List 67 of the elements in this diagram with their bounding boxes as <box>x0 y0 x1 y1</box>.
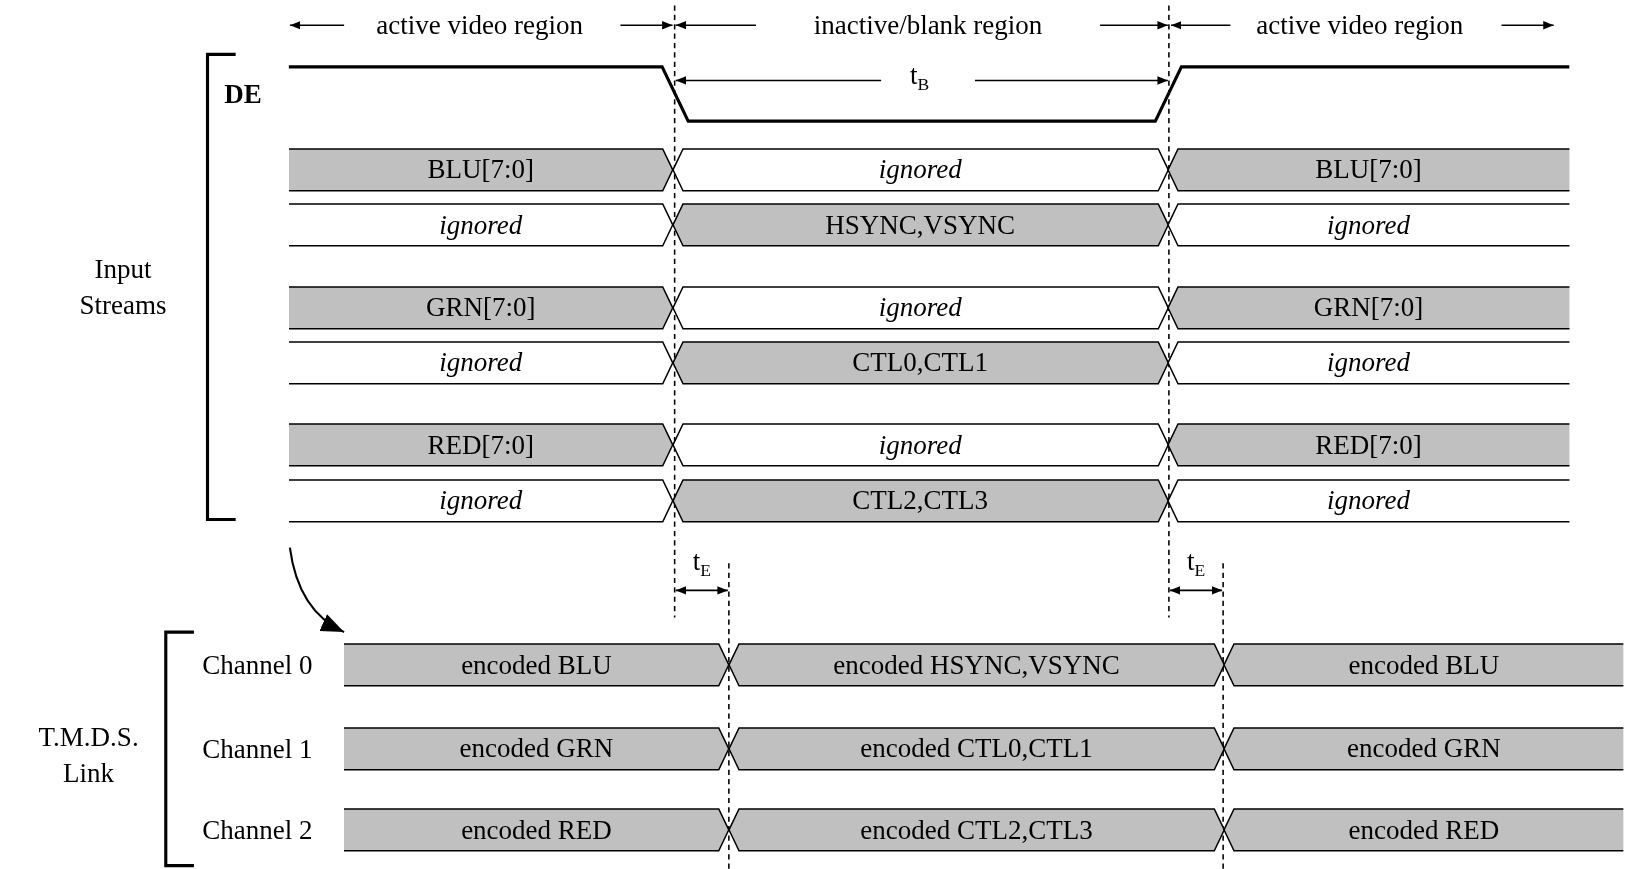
bus-segment <box>288 424 673 467</box>
segment-label: ignored <box>439 485 523 516</box>
segment-label: ignored <box>439 209 523 241</box>
segment-label: ignored <box>439 347 523 379</box>
segment-label: HSYNC,VSYNC <box>825 209 1016 241</box>
bus-segment <box>1167 424 1570 467</box>
segment-label: CTL0,CTL1 <box>852 347 989 379</box>
bus-segment <box>344 727 729 770</box>
segment-label: encoded CTL2,CTL3 <box>860 814 1093 846</box>
curved-arrow <box>288 547 345 634</box>
segment-label: encoded CTL0,CTL1 <box>860 733 1093 765</box>
bus-segment <box>1224 727 1624 770</box>
segment-label: CTL2,CTL3 <box>852 485 989 516</box>
bus-segment <box>288 149 673 191</box>
bus-segment <box>672 424 1168 467</box>
segment-label: ignored <box>1327 209 1411 241</box>
segment-label: ignored <box>878 292 962 324</box>
segment-label: RED[7:0] <box>427 429 534 461</box>
bus-segment <box>1167 342 1570 384</box>
segment-label: encoded BLU <box>461 649 612 681</box>
bus-segment <box>672 286 1168 329</box>
bus-segment <box>1167 479 1570 522</box>
bus-segment <box>728 644 1225 687</box>
bus-segment <box>288 479 673 522</box>
bus-segment <box>344 809 729 851</box>
text-label: Channel 0 <box>202 649 313 683</box>
text-label: active video region <box>376 8 584 42</box>
bus-segment <box>728 727 1225 770</box>
text-label: t$_{B}$ <box>910 59 930 97</box>
text-label: Channel 1 <box>202 732 313 766</box>
bus-segment <box>288 342 673 384</box>
bus-segment <box>288 286 673 329</box>
segment-label: encoded HSYNC,VSYNC <box>833 649 1120 681</box>
text-label: T.M.D.S. Link <box>37 720 140 790</box>
bus-segment <box>672 149 1168 191</box>
segment-label: encoded GRN <box>1346 733 1501 765</box>
bus-segment <box>728 809 1225 851</box>
bus-segment <box>672 479 1168 522</box>
segment-label: ignored <box>1327 485 1411 516</box>
segment-label: encoded GRN <box>459 733 614 765</box>
segment-label: ignored <box>878 429 962 461</box>
bus-segment <box>672 204 1168 247</box>
bus-segment <box>1167 149 1570 191</box>
text-label: t$_{E}$ <box>692 545 711 583</box>
segment-label: GRN[7:0] <box>1313 292 1424 324</box>
text-label: DE <box>224 77 262 111</box>
segment-label: encoded RED <box>1348 814 1500 846</box>
segment-label: encoded BLU <box>1348 649 1500 681</box>
bus-segment <box>1167 286 1570 329</box>
bus-segment <box>344 644 729 687</box>
bus-segment <box>1224 644 1624 687</box>
segment-label: BLU[7:0] <box>1315 154 1422 186</box>
segment-label: RED[7:0] <box>1315 429 1422 461</box>
segment-label: ignored <box>878 154 962 186</box>
text-label: active video region <box>1256 8 1464 42</box>
segment-label: GRN[7:0] <box>425 292 536 324</box>
segment-label: ignored <box>1327 347 1411 379</box>
text-label: inactive/blank region <box>813 8 1043 42</box>
bus-segment <box>1224 809 1624 851</box>
segment-label: encoded RED <box>461 814 612 846</box>
bus-segment <box>1167 204 1570 247</box>
bus-segment <box>288 204 673 247</box>
bus-segment <box>672 342 1168 384</box>
text-label: Input Streams <box>78 252 168 322</box>
segment-label: BLU[7:0] <box>427 154 534 186</box>
text-label: t$_{E}$ <box>1186 545 1206 583</box>
text-label: Channel 2 <box>202 813 313 847</box>
